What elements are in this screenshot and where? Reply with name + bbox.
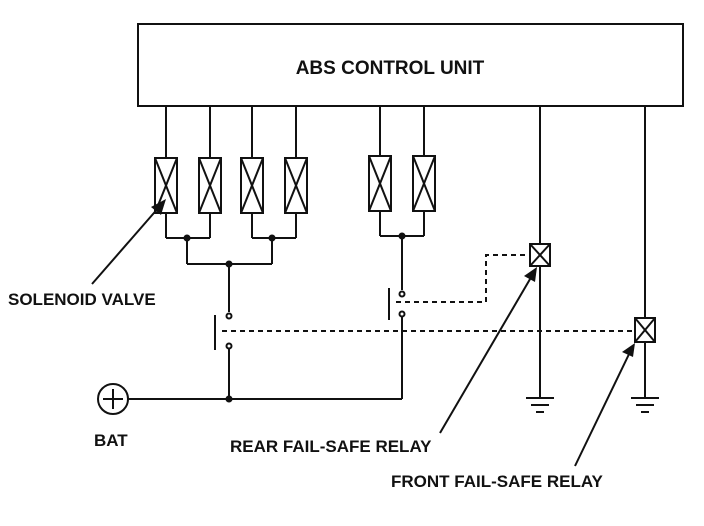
rear-relay-label: REAR FAIL-SAFE RELAY (230, 437, 432, 456)
ground-symbol-front (631, 397, 659, 413)
solenoid-coil-3 (240, 157, 264, 214)
rear-relay-contact (388, 288, 406, 399)
abs-control-unit: ABS CONTROL UNIT (137, 23, 684, 107)
rear-relay-arrow (439, 267, 537, 434)
solenoid-coil-4 (284, 157, 308, 214)
front-relay-label: FRONT FAIL-SAFE RELAY (391, 472, 604, 491)
rear-relay-linkage (396, 254, 530, 303)
solenoid-coil-6 (412, 155, 436, 212)
solenoid-coil-1 (154, 157, 178, 214)
battery (97, 383, 129, 415)
front-relay-coil (631, 106, 659, 413)
battery-label: BAT (94, 431, 128, 450)
solenoid-valve-label: SOLENOID VALVE (8, 290, 156, 309)
solenoid-coil-5 (368, 155, 392, 212)
abs-control-unit-label: ABS CONTROL UNIT (296, 58, 485, 79)
ground-symbol-rear (526, 397, 554, 413)
front-relay-contact (214, 312, 233, 399)
front-relay-arrow (574, 343, 635, 467)
solenoid-coil-2 (198, 157, 222, 214)
rear-relay-coil (526, 106, 554, 413)
solenoid-valve-arrow (91, 199, 166, 285)
solenoid-valve-group (154, 106, 436, 312)
